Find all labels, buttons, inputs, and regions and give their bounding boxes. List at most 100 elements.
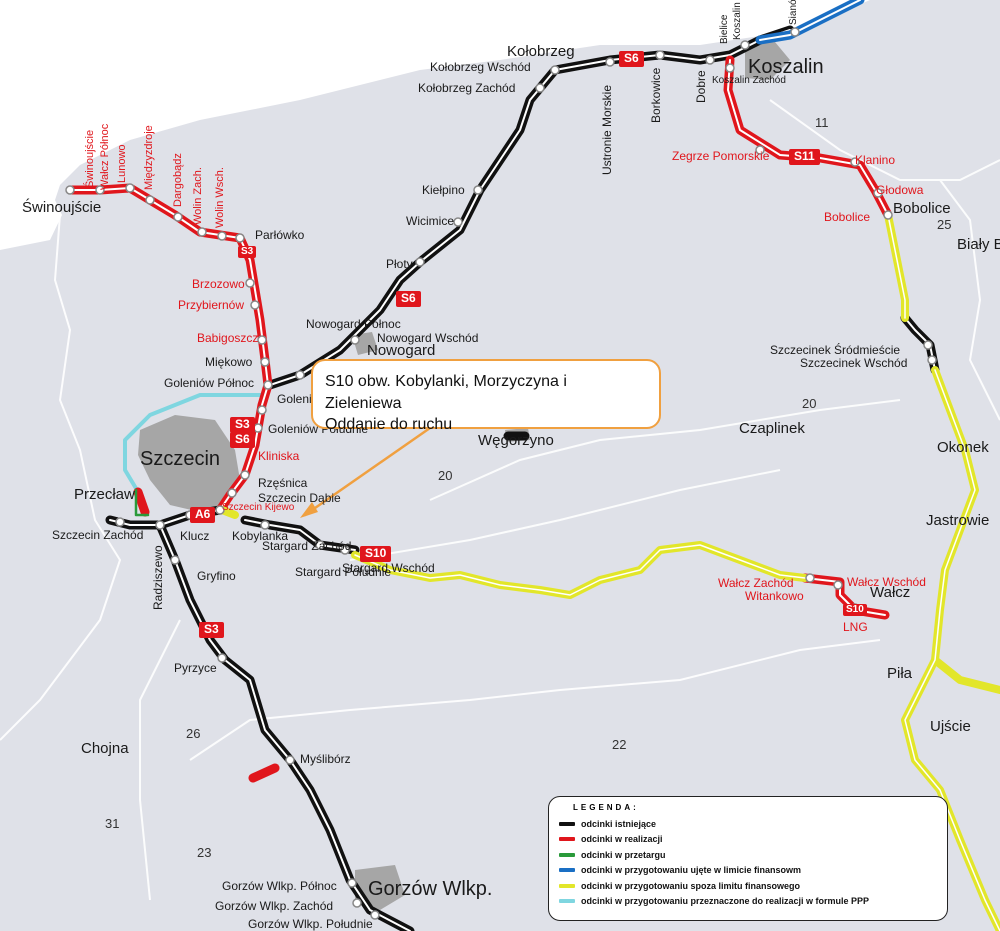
legend-item: odcinki w przygotowaniu przeznaczone do … bbox=[559, 894, 937, 910]
place-label: Wicimice bbox=[406, 214, 454, 228]
place-label: Kołobrzeg Wschód bbox=[430, 60, 531, 74]
place-label-red: Wolin Wsch. bbox=[214, 167, 226, 228]
place-label-red: Klanino bbox=[855, 153, 896, 167]
place-label-red: Szczecin Kijewo bbox=[222, 502, 295, 513]
place-label: Kołobrzeg Zachód bbox=[418, 81, 516, 95]
place-label: Wałcz bbox=[870, 584, 911, 601]
place-label-red: Międzyzdroje bbox=[143, 125, 155, 190]
place-label-red: Przybiernów bbox=[178, 298, 245, 312]
city-label-szczecin: Szczecin bbox=[140, 448, 221, 470]
place-label: Kobylanka bbox=[232, 529, 289, 543]
legend-item: odcinki w przetargu bbox=[559, 847, 937, 863]
legend-item: odcinki w przygotowaniu spoza limitu fin… bbox=[559, 878, 937, 894]
road-number: 23 bbox=[197, 845, 212, 860]
legend-title: LEGENDA: bbox=[573, 803, 639, 812]
road-number: 26 bbox=[186, 726, 201, 741]
road-number: 22 bbox=[612, 737, 627, 752]
place-label: Szczecinek Wschód bbox=[800, 356, 908, 370]
place-label-red: Brzozowo bbox=[192, 277, 245, 291]
place-label-red: Wałcz Wschód bbox=[847, 575, 926, 589]
place-label-red: Dargobądz bbox=[172, 153, 184, 207]
place-label: Nowogard Północ bbox=[306, 317, 401, 331]
place-label: Chojna bbox=[81, 740, 129, 757]
road-shield-s3: S3 bbox=[199, 622, 224, 638]
place-label: Radziszewo bbox=[151, 545, 165, 610]
place-label: Bobolice bbox=[893, 200, 951, 217]
place-label: Kołobrzeg bbox=[507, 43, 575, 60]
place-label-red: Babigoszcz bbox=[197, 331, 259, 345]
legend-swatch bbox=[559, 852, 575, 857]
place-label: Ujście bbox=[930, 718, 971, 735]
baltic-sea bbox=[0, 0, 1000, 250]
place-label: Goleniów Północ bbox=[164, 376, 255, 390]
place-label: Stargard Wschód bbox=[342, 561, 435, 575]
place-label-red: Wałcz Zachód bbox=[718, 576, 794, 590]
place-label: Gorzów Wlkp. Północ bbox=[222, 879, 337, 893]
place-label: Szczecin Zachód bbox=[52, 528, 144, 542]
callout-box: S10 obw. Kobylanki, Morzyczyna i Zieleni… bbox=[311, 359, 661, 433]
road-number: 25 bbox=[937, 217, 952, 232]
place-label: Klucz bbox=[180, 529, 210, 543]
place-label-red: Kliniska bbox=[258, 449, 300, 463]
place-label-red: Zegrze Pomorskie bbox=[672, 149, 770, 163]
legend-swatch bbox=[559, 899, 575, 904]
place-label: Płoty bbox=[386, 257, 413, 271]
road-shield-s6: S6 bbox=[230, 432, 255, 448]
legend-label: odcinki w przetargu bbox=[581, 849, 666, 860]
place-label: Borkowice bbox=[649, 67, 663, 123]
place-label: Pyrzyce bbox=[174, 661, 217, 675]
legend: LEGENDA: odcinki istniejące odcinki w re… bbox=[548, 796, 948, 921]
urban-areas bbox=[138, 42, 790, 910]
place-label: Gryfino bbox=[197, 569, 236, 583]
place-label: Stargard Południe bbox=[295, 565, 392, 579]
road-shield-s3: S3 bbox=[230, 417, 255, 433]
legend-swatch bbox=[559, 868, 575, 873]
legend-label: odcinki w przygotowaniu ujęte w limicie … bbox=[581, 865, 802, 876]
legend-label: odcinki w realizacji bbox=[581, 834, 663, 845]
road-number: 11 bbox=[815, 115, 829, 130]
legend-label: odcinki w przygotowaniu przeznaczone do … bbox=[581, 896, 870, 907]
place-label-red: Wałcz Północ bbox=[99, 123, 111, 190]
junction-nodes bbox=[65, 27, 937, 920]
city-label-koszalin: Koszalin bbox=[748, 56, 824, 78]
place-label: Koszalin bbox=[732, 2, 743, 40]
place-label: Bielice bbox=[719, 14, 730, 44]
place-label: Parłówko bbox=[255, 228, 305, 242]
place-label-red: Bobolice bbox=[824, 210, 871, 224]
place-label: Stargard Zachód bbox=[262, 539, 352, 553]
place-label: Myślibórz bbox=[300, 752, 351, 766]
road-shield-s6: S6 bbox=[619, 51, 644, 67]
callout-subtitle: Oddanie do ruchu bbox=[325, 416, 453, 434]
place-label: Rzęśnica bbox=[258, 476, 308, 490]
road-number: 20 bbox=[802, 396, 817, 411]
road-shield-a6: A6 bbox=[190, 507, 216, 523]
legend-item: odcinki w przygotowaniu ujęte w limicie … bbox=[559, 863, 937, 879]
road-number: 20 bbox=[438, 468, 453, 483]
place-label: Gorzów Wlkp. Zachód bbox=[215, 899, 334, 913]
road-shield-s3: S3 bbox=[238, 246, 257, 258]
place-label-red: Głodowa bbox=[876, 183, 924, 197]
place-label: Biały Bór bbox=[957, 236, 1000, 253]
place-label-red-walcz-polnoc-2: Witankowo bbox=[745, 589, 804, 603]
place-label: Dobre bbox=[694, 70, 708, 103]
road-shield-s6: S6 bbox=[396, 291, 421, 307]
place-label: Ustronie Morskie bbox=[600, 84, 614, 175]
legend-item: odcinki w realizacji bbox=[559, 832, 937, 848]
place-label: Koszalin Zachód bbox=[712, 75, 786, 86]
road-shield-s11: S11 bbox=[789, 149, 820, 165]
place-label-red: Lunowo bbox=[116, 144, 128, 183]
road-shield-s10: S10 bbox=[360, 546, 392, 562]
admin-boundaries bbox=[0, 99, 1000, 901]
place-label: Węgorzyno bbox=[478, 432, 554, 449]
legend-item: odcinki istniejące bbox=[559, 816, 937, 832]
place-label-red: Wolin Zach. bbox=[192, 167, 204, 225]
legend-swatch bbox=[559, 821, 575, 826]
place-label: Miękowo bbox=[205, 355, 253, 369]
place-label: Szczecin Dąbie bbox=[258, 491, 341, 505]
place-label: Nowogard Wschód bbox=[377, 331, 479, 345]
place-label: Okonek bbox=[937, 439, 989, 456]
place-label: Czaplinek bbox=[739, 420, 805, 437]
legend-swatch bbox=[559, 883, 575, 888]
place-label: Piła bbox=[887, 665, 913, 682]
